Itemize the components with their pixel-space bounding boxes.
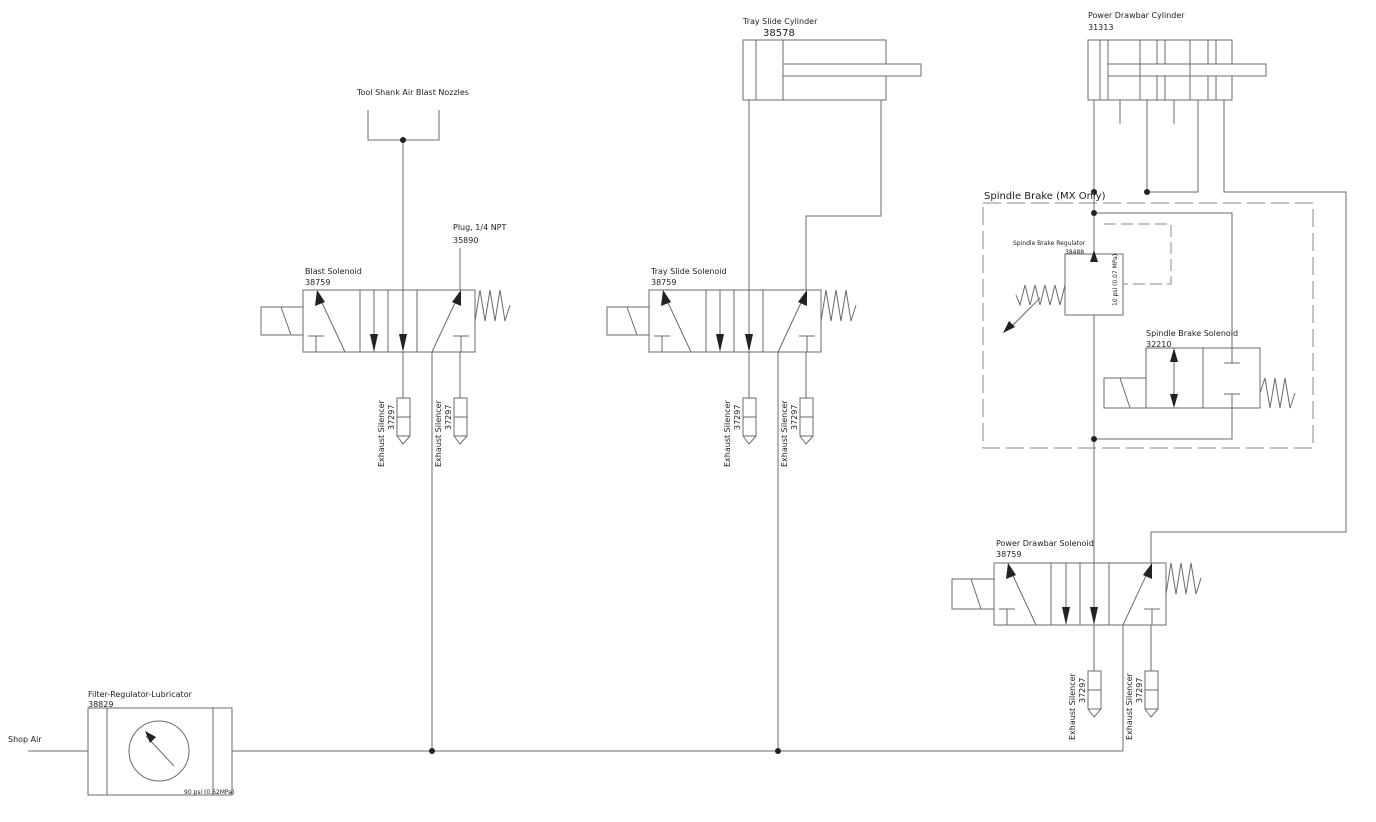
tray-slide-solenoid-valve (606, 289, 857, 398)
silencer-icon (799, 397, 814, 445)
spindle-brake-regulator (1003, 223, 1172, 333)
silencer-part: 37297 (1078, 678, 1087, 703)
brake-solenoid-name: Spindle Brake Solenoid (1146, 329, 1238, 338)
pdb-cylinder-name: Power Drawbar Cylinder (1088, 11, 1185, 20)
plug-name: Plug, 1/4 NPT (453, 223, 507, 232)
shop-air-label: Shop Air (8, 735, 42, 744)
frl-name: Filter-Regulator-Lubricator (88, 690, 193, 699)
power-drawbar-cylinder (1087, 39, 1347, 563)
brake-solenoid-part: 32210 (1146, 340, 1171, 349)
silencer-icon (1144, 670, 1159, 718)
silencer-name: Exhaust Silencer (1125, 672, 1134, 740)
silencer-part: 37297 (733, 405, 742, 430)
brake-regulator-part: 38488 (1065, 249, 1084, 256)
nozzles-label: Tool Shank Air Blast Nozzles (356, 88, 469, 97)
brake-regulator-pressure: 10 psi (0.07 MPa) (1112, 254, 1119, 306)
tray-cylinder-part: 38578 (763, 28, 795, 39)
tray-slide-cylinder (742, 39, 922, 290)
tray-solenoid-part: 38759 (651, 278, 676, 287)
plug-part: 35890 (453, 236, 478, 245)
pressure-gauge-icon (128, 720, 190, 782)
main-supply-line (28, 352, 1124, 754)
pdb-cylinder-part: 31313 (1088, 23, 1113, 32)
silencer-part: 37297 (444, 405, 453, 430)
power-drawbar-solenoid-valve (951, 562, 1202, 671)
blast-solenoid-name: Blast Solenoid (305, 267, 362, 276)
blast-solenoid-valve (260, 248, 511, 398)
silencer-name: Exhaust Silencer (780, 399, 789, 467)
pdb-solenoid-part: 38759 (996, 550, 1021, 559)
silencer-icon (1087, 670, 1102, 718)
silencer-name: Exhaust Silencer (434, 399, 443, 467)
blast-solenoid-part: 38759 (305, 278, 330, 287)
frl-pressure: 90 psi (0.62MPa) (184, 789, 234, 796)
silencer-icon (742, 397, 757, 445)
silencer-name: Exhaust Silencer (377, 399, 386, 467)
tray-cylinder-name: Tray Slide Cylinder (742, 17, 818, 26)
silencer-icon (396, 397, 411, 445)
silencer-name: Exhaust Silencer (723, 399, 732, 467)
brake-group-label: Spindle Brake (MX Only) (984, 191, 1106, 202)
silencer-icon (453, 397, 468, 445)
silencer-part: 37297 (790, 405, 799, 430)
silencer-part: 37297 (387, 405, 396, 430)
filter-regulator-lubricator (87, 707, 233, 796)
silencer-name: Exhaust Silencer (1068, 672, 1077, 740)
brake-regulator-name: Spindle Brake Regulator (1013, 240, 1086, 247)
tray-solenoid-name: Tray Slide Solenoid (650, 267, 727, 276)
silencer-part: 37297 (1135, 678, 1144, 703)
pdb-solenoid-name: Power Drawbar Solenoid (996, 539, 1094, 548)
spindle-brake-solenoid-valve (1103, 347, 1296, 409)
air-blast-nozzles (367, 110, 440, 290)
frl-part: 38829 (88, 700, 113, 709)
